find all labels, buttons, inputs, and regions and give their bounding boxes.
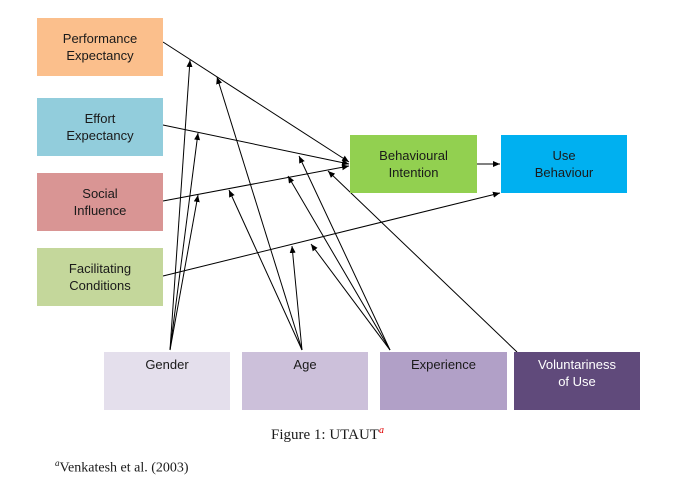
caption-prefix: Figure 1: (271, 427, 326, 443)
arrow-exp-fc (310, 243, 391, 351)
arrow-si-to-bi (162, 164, 350, 202)
voluntariness-label-2: of Use (558, 374, 596, 389)
arrow-exp-ee (298, 155, 391, 351)
gender-label: Gender (145, 357, 189, 372)
footnote-marker: a (55, 458, 60, 468)
footnote: aVenkatesh et al. (2003) (55, 458, 189, 477)
box-effort-expectancy: Effort Expectancy (37, 98, 163, 156)
arrow-gender-pe (169, 59, 193, 351)
si-label-1: Social (82, 186, 118, 201)
experience-label: Experience (410, 357, 477, 372)
box-social-influence: Social Influence (37, 173, 163, 231)
arrow-pe-to-bi (162, 41, 350, 163)
arrow-age-si (228, 189, 303, 351)
footnote-text: Venkatesh et al. (2003) (59, 460, 189, 476)
arrow-age-pe (216, 76, 303, 351)
box-use-behaviour: Use Behaviour (501, 135, 627, 193)
caption-footnote-marker[interactable]: a (378, 425, 384, 436)
box-experience: Experience (380, 352, 507, 410)
box-facilitating-conditions: Facilitating Conditions (37, 248, 163, 306)
si-label-2: Influence (73, 203, 127, 218)
arrow-fc-to-ub (162, 191, 501, 277)
fc-label-2: Conditions (69, 278, 131, 293)
ub-label-2: Behaviour (534, 165, 594, 180)
arrow-vol-si (327, 170, 518, 353)
ee-label-2: Expectancy (66, 128, 134, 143)
figure-caption: Figure 1: UTAUTa (271, 425, 384, 444)
fc-label-1: Facilitating (68, 261, 132, 276)
pe-label-1: Performance (62, 31, 138, 46)
age-label: Age (293, 357, 317, 372)
arrow-exp-si (287, 175, 391, 351)
box-voluntariness: Voluntariness of Use (514, 352, 640, 410)
box-age: Age (242, 352, 368, 410)
bi-label-1: Behavioural (379, 148, 448, 163)
pe-label-2: Expectancy (66, 48, 134, 63)
ub-label-1: Use (552, 148, 576, 163)
arrow-ee-to-bi (162, 124, 350, 166)
caption-title: UTAUT (329, 427, 379, 443)
box-gender: Gender (104, 352, 230, 410)
ee-label-1: Effort (84, 111, 116, 126)
arrow-gender-si (169, 194, 200, 351)
voluntariness-label-1: Voluntariness (537, 357, 617, 372)
arrow-age-fc (289, 245, 303, 351)
arrow-gender-ee (169, 132, 201, 351)
bi-label-2: Intention (388, 165, 439, 180)
box-behavioural-intention: Behavioural Intention (350, 135, 477, 193)
box-performance-expectancy: Performance Expectancy (37, 18, 163, 76)
